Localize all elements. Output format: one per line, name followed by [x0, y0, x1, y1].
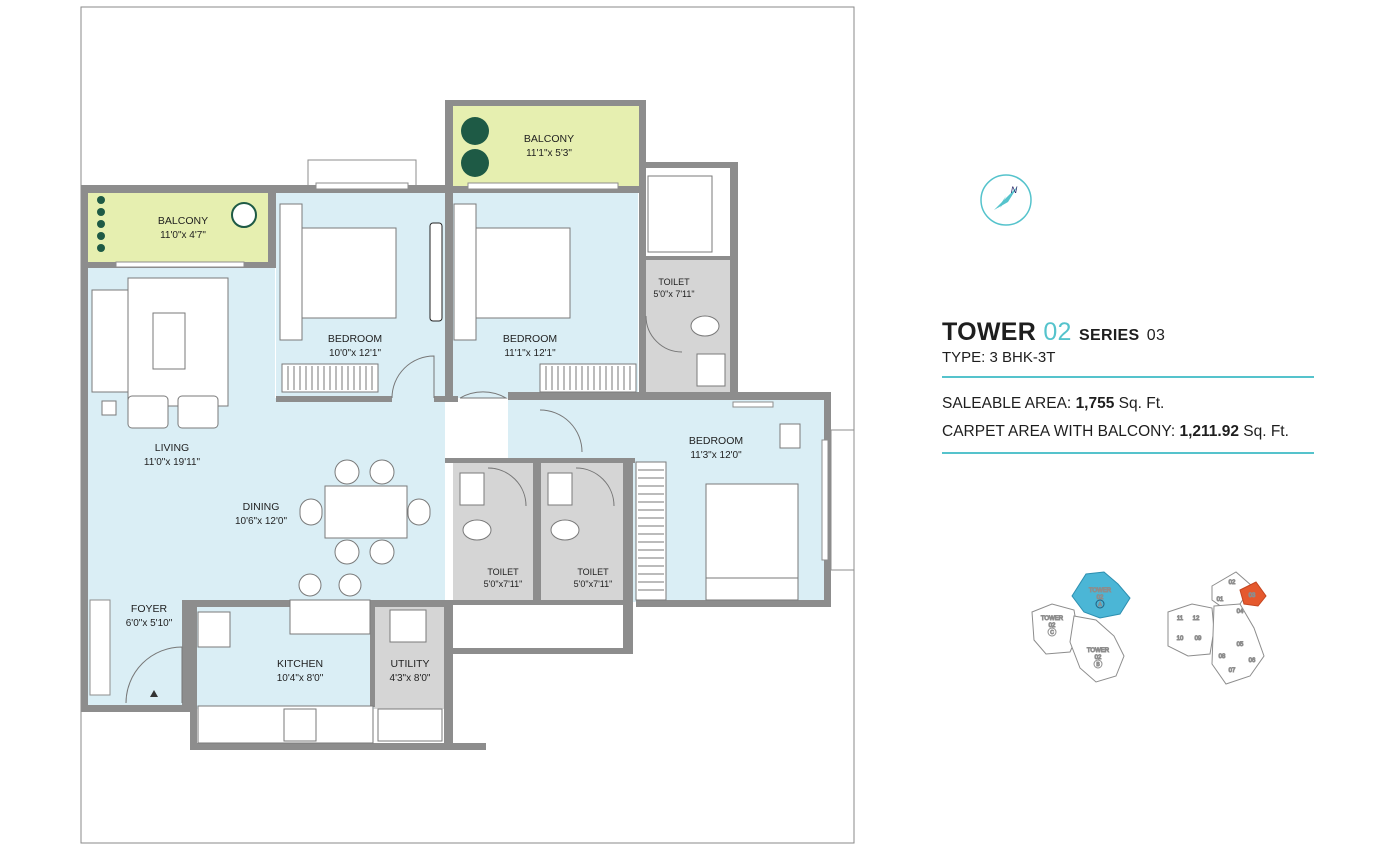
- plants: [97, 117, 489, 252]
- key-plan-units: 02 03 01 04 12 11 10 09 05 08 06 07: [1167, 571, 1267, 685]
- saleable-area-label: SALEABLE AREA:: [942, 395, 1072, 412]
- kitchen-label: KITCHEN: [277, 658, 323, 670]
- furniture: [91, 175, 801, 744]
- balcony-left-label: BALCONY: [158, 215, 208, 227]
- kitchen-size: 10'4"x 8'0": [277, 673, 324, 684]
- unit-type: TYPE: 3 BHK-3T: [942, 349, 1056, 366]
- series-number: 03: [1146, 327, 1166, 344]
- tower-a-number: 02: [1097, 595, 1104, 601]
- dining-label: DINING: [243, 501, 280, 513]
- tower-b-shape: [1069, 615, 1125, 683]
- windows: [89, 159, 855, 696]
- tower-c-number: 02: [1049, 623, 1056, 629]
- balcony-top-label: BALCONY: [524, 133, 574, 145]
- unit-info-panel: TOWER 02 SERIES 03 TYPE: 3 BHK-3T SALEAB…: [942, 318, 1314, 466]
- unit-label-07: 07: [1229, 668, 1236, 674]
- toilet-mid-1-label: TOILET: [487, 567, 519, 577]
- bedroom-1-size: 10'0"x 12'1": [329, 348, 382, 359]
- balcony-left-size: 11'0"x 4'7": [160, 230, 206, 241]
- toilet-mid-2-label: TOILET: [577, 567, 609, 577]
- unit-label-03: 03: [1249, 593, 1256, 599]
- tower-number: 02: [1043, 318, 1072, 346]
- unit-label-10: 10: [1177, 636, 1184, 642]
- carpet-area-value: 1,211.92: [1179, 423, 1239, 440]
- balcony-top-size: 11'1"x 5'3": [526, 148, 572, 159]
- unit-label-02: 02: [1229, 580, 1236, 586]
- divider-bottom: [942, 452, 1314, 454]
- bedroom-2-label: BEDROOM: [503, 333, 557, 345]
- saleable-area-row: SALEABLE AREA: 1,755 Sq. Ft.: [942, 390, 1314, 418]
- unit-label-01: 01: [1217, 597, 1224, 603]
- toilet-top-label: TOILET: [658, 277, 690, 287]
- tower-word: TOWER: [942, 318, 1037, 346]
- carpet-area-unit: Sq. Ft.: [1243, 423, 1289, 440]
- unit-label-12: 12: [1193, 616, 1200, 622]
- tower-c-name: TOWER: [1041, 616, 1064, 622]
- divider-top: [942, 376, 1314, 378]
- foyer-label: FOYER: [131, 603, 168, 615]
- living-size: 11'0"x 19'11": [144, 457, 201, 468]
- unit-label-11: 11: [1177, 616, 1184, 622]
- foyer-size: 6'0"x 5'10": [126, 618, 173, 629]
- bedroom-3-label: BEDROOM: [689, 435, 743, 447]
- utility-label: UTILITY: [390, 658, 429, 670]
- compass-icon: N: [980, 174, 1032, 226]
- bed-stripes: [287, 366, 664, 591]
- unit-outline-right: [1211, 603, 1265, 685]
- utility-size: 4'3"x 8'0": [390, 673, 431, 684]
- carpet-area-row: CARPET AREA WITH BALCONY: 1,211.92 Sq. F…: [942, 418, 1314, 446]
- unit-label-09: 09: [1195, 636, 1202, 642]
- unit-03-shape: [1239, 581, 1267, 607]
- tower-heading: TOWER 02 SERIES 03: [942, 318, 1314, 347]
- tower-a-letter: A: [1098, 602, 1102, 608]
- tower-b-name: TOWER: [1087, 648, 1110, 654]
- bedroom-3-size: 11'3"x 12'0": [690, 450, 742, 461]
- door-swings: [125, 315, 683, 704]
- bedroom-1-label: BEDROOM: [328, 333, 382, 345]
- tower-b-letter: B: [1096, 662, 1100, 668]
- saleable-area-value: 1,755: [1075, 395, 1115, 412]
- saleable-area-unit: Sq. Ft.: [1118, 395, 1165, 412]
- toilet-top-size: 5'0"x 7'11": [653, 289, 694, 299]
- tower-b-number: 02: [1095, 655, 1102, 661]
- key-plan-towers: TOWER 02 A TOWER 02 C TOWER 02 B: [1031, 571, 1131, 683]
- series-word: SERIES: [1079, 327, 1140, 344]
- unit-label-06: 06: [1249, 658, 1256, 664]
- bedroom-2-size: 11'1"x 12'1": [504, 348, 556, 359]
- unit-label-08: 08: [1219, 654, 1226, 660]
- living-label: LIVING: [155, 442, 189, 454]
- tower-a-shape: [1071, 571, 1131, 619]
- toilet-mid-1-size: 5'0"x7'11": [484, 579, 523, 589]
- unit-outline-left: [1167, 603, 1215, 657]
- tower-c-letter: C: [1050, 630, 1054, 636]
- dining-size: 10'6"x 12'0": [235, 516, 288, 527]
- unit-label-04: 04: [1237, 609, 1244, 615]
- unit-label-05: 05: [1237, 642, 1244, 648]
- compass-letter: N: [1011, 185, 1018, 195]
- room-labels: BALCONY 11'0"x 4'7" BALCONY 11'1"x 5'3" …: [126, 133, 743, 684]
- entry-arrow-icon: [150, 690, 158, 697]
- toilet-mid-2-size: 5'0"x7'11": [574, 579, 613, 589]
- carpet-area-label: CARPET AREA WITH BALCONY:: [942, 423, 1176, 440]
- tower-a-name: TOWER: [1089, 588, 1112, 594]
